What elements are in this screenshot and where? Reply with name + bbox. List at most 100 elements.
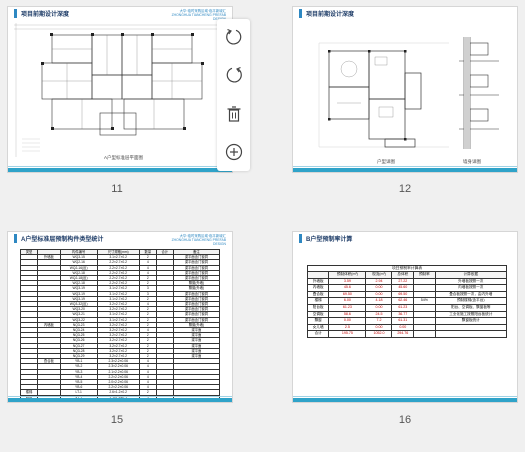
- table-cell: 24.5: [365, 310, 393, 319]
- table-cell: 54%: [413, 297, 436, 305]
- slide-header: B户型预制率计算: [293, 232, 517, 244]
- table-cell: [413, 290, 436, 299]
- table-cell: 45.60: [391, 284, 415, 292]
- slide-title: 项目前期设计深度: [21, 11, 70, 18]
- table-cell: 阳台、空调板、飘窗板等: [434, 303, 507, 312]
- table-cell: 195.75: [328, 330, 367, 338]
- slide-footer-bar: [8, 396, 232, 402]
- slide-number-16: 16: [398, 414, 412, 426]
- slide-thumbnail-11[interactable]: 项目前期设计深度 大华·临时采购区域·临平新城汇 ZHONGHUA TIANCH…: [7, 6, 233, 173]
- table-cell: 27.22: [391, 277, 415, 286]
- add-button[interactable]: [219, 137, 248, 166]
- table-cell: [413, 303, 436, 312]
- table-cell: [434, 330, 507, 338]
- table-cell: 294.76: [391, 330, 415, 338]
- drawing-caption-unit: 户型详图: [377, 159, 395, 164]
- table-cell: 2.1×2.2×0.06: [96, 368, 140, 375]
- table-cell: 61.31: [391, 317, 415, 325]
- table-header-cell: 尺寸规格(mm): [96, 248, 140, 256]
- table-cell: 飘窗(外墙): [172, 285, 221, 292]
- table-cell: 梁平面含门窗洞: [172, 269, 221, 277]
- table-cell: 2.2×2.7×0.2: [96, 280, 140, 287]
- plus-circle-icon: [225, 143, 242, 160]
- table-cell: 梁平面含门窗洞: [172, 259, 221, 266]
- table-cell: [413, 330, 436, 338]
- slide-header: A户型标准层预制构件类型统计 大华·临时采购区域·临平新城汇 ZHONGHUA …: [8, 232, 232, 246]
- rotate-right-button[interactable]: [219, 60, 248, 89]
- table-cell: 2.6×1.2×0.2: [96, 389, 140, 396]
- table-cell: 叠合板: [306, 290, 330, 299]
- org-line-1: 大华·临时采购区域·临平新城汇: [179, 234, 226, 238]
- table-header-row: 预制体积(m³)现浇(m³)总体积预制率计算依据: [306, 271, 507, 279]
- table-cell: 1052.0: [365, 330, 393, 338]
- title-accent: [299, 8, 302, 18]
- table-cell: 0.00: [328, 317, 367, 325]
- table-header-cell: 现浇(m³): [365, 271, 393, 279]
- table-cell: 楼梯: [20, 389, 38, 396]
- table-cell: 0.00: [391, 323, 415, 332]
- drawing-caption-wall: 墙身详图: [463, 159, 481, 164]
- table-cell: 女儿墙: [306, 323, 330, 332]
- table-cell: 工业化施工按照阳台板统计: [434, 310, 507, 319]
- table-cell: 2.2×2.2×0.06: [96, 373, 140, 381]
- slide-thumbnail-12[interactable]: 项目前期设计深度 户型详图 墙身详图: [292, 6, 518, 173]
- table-cell: 2.3×2.2×0.06: [96, 358, 140, 365]
- table-cell: 3.2×2.7×0.2: [96, 306, 140, 313]
- table-cell: 0.00: [365, 303, 393, 312]
- slide-thumbnail-15[interactable]: A户型标准层预制构件类型统计 大华·临时采购区域·临平新城汇 ZHONGHUA …: [7, 231, 233, 403]
- table-cell: 2.0×2.2×0.06: [96, 379, 140, 386]
- rotate-left-icon: [225, 28, 241, 44]
- table-cell: 阳台板: [306, 303, 330, 312]
- table-cell: 2.2×2.2×0.06: [96, 384, 140, 391]
- table-cell: 3.1×2.7×0.2: [96, 290, 140, 297]
- drawing-caption: A户型标准层平面图: [104, 155, 144, 160]
- delete-button[interactable]: [219, 99, 248, 128]
- slide-number-11: 11: [111, 183, 123, 195]
- table-cell: 空调板: [306, 310, 330, 319]
- unit-detail-drawing: [318, 37, 499, 149]
- table-cell: 3.1×2.7×0.2: [96, 285, 140, 292]
- slide-number-12: 12: [398, 183, 412, 195]
- table-cell: 飘窗: [306, 317, 330, 325]
- table-cell: 内墙板按照一次: [434, 284, 507, 292]
- title-accent: [14, 233, 17, 243]
- table-cell: 2.3×2.2×0.06: [96, 363, 140, 370]
- slide-thumbnail-16[interactable]: B户型预制率计算 项目预制率计算表 预制体积(m³)现浇(m³)总体积预制率计算…: [292, 231, 518, 403]
- table-cell: 梁平面含门窗洞: [172, 295, 221, 303]
- rotate-left-button[interactable]: [219, 22, 248, 51]
- table-cell: 3.2×2.7×0.2: [96, 342, 140, 349]
- table-cell: 3.2×2.7×0.2: [96, 347, 140, 355]
- slide-footer-bar: [8, 166, 232, 172]
- table-cell: [413, 323, 436, 332]
- title-accent: [14, 8, 17, 18]
- slide-footer-bar: [293, 166, 517, 172]
- table-cell: 45.6: [328, 284, 367, 292]
- table-cell: 6.00: [328, 297, 367, 305]
- table-cell: 58.6: [328, 310, 367, 319]
- title-accent: [299, 233, 302, 243]
- table-cell: 69.50: [391, 290, 415, 299]
- table-cell: 叠合板按照一次，由内外墙: [434, 290, 507, 299]
- table-cell: 0.00: [365, 284, 393, 292]
- table-cell: 2.5: [328, 323, 367, 332]
- table-cell: 3.2×2.7×0.2: [96, 353, 140, 360]
- table-cell: 3.1×2.7×0.2: [96, 254, 140, 261]
- slide-action-toolbar: [217, 19, 250, 171]
- table-cell: 3.2×2.7×0.2: [96, 321, 140, 329]
- table-cell: 合计: [306, 330, 330, 338]
- table-header-cell: 预制体积(m³): [328, 271, 367, 279]
